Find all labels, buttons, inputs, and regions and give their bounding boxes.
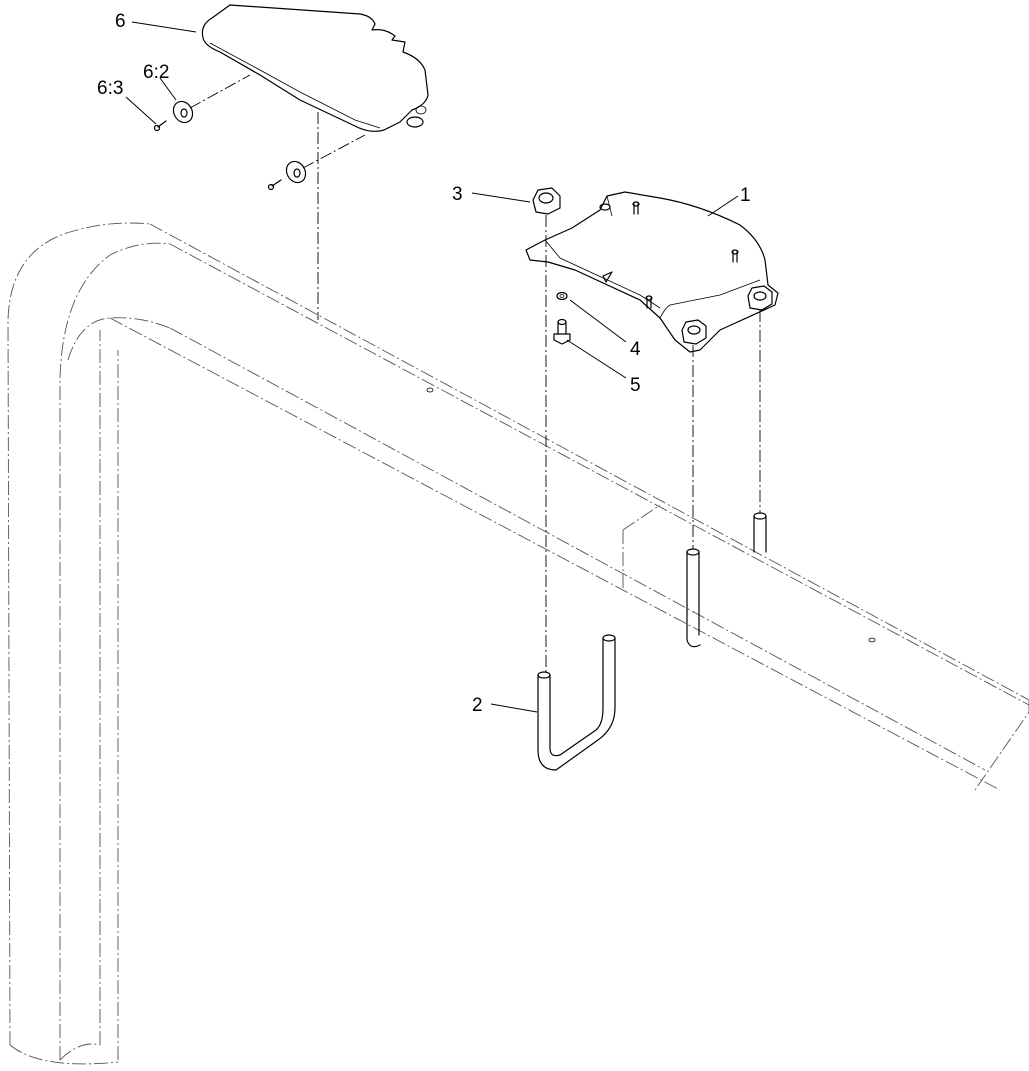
callout-label-6-2: 6:2 (143, 62, 169, 83)
part-1-centerlines (545, 215, 761, 672)
cover-plate-part-6 (201, 4, 429, 132)
u-bolt-part-2 (537, 512, 767, 771)
washer-part-4 (556, 291, 568, 301)
callout-label-6-3: 6:3 (97, 78, 123, 99)
callout-label-4: 4 (630, 339, 641, 360)
callout-label-1: 1 (740, 185, 751, 206)
washer-part-6-2 (172, 100, 307, 184)
nut-part-3 (532, 187, 561, 215)
callout-label-2: 2 (472, 695, 483, 716)
roll-bar-frame (7, 222, 1029, 1065)
leader-lines (125, 21, 739, 713)
callout-label-3: 3 (452, 184, 463, 205)
part-6-centerlines (189, 74, 366, 320)
callout-label-6: 6 (115, 11, 126, 32)
bolt-part-5 (553, 318, 571, 345)
callout-label-5: 5 (630, 375, 641, 396)
mount-bracket-part-1 (525, 191, 779, 353)
screw-part-6-3 (153, 120, 282, 191)
